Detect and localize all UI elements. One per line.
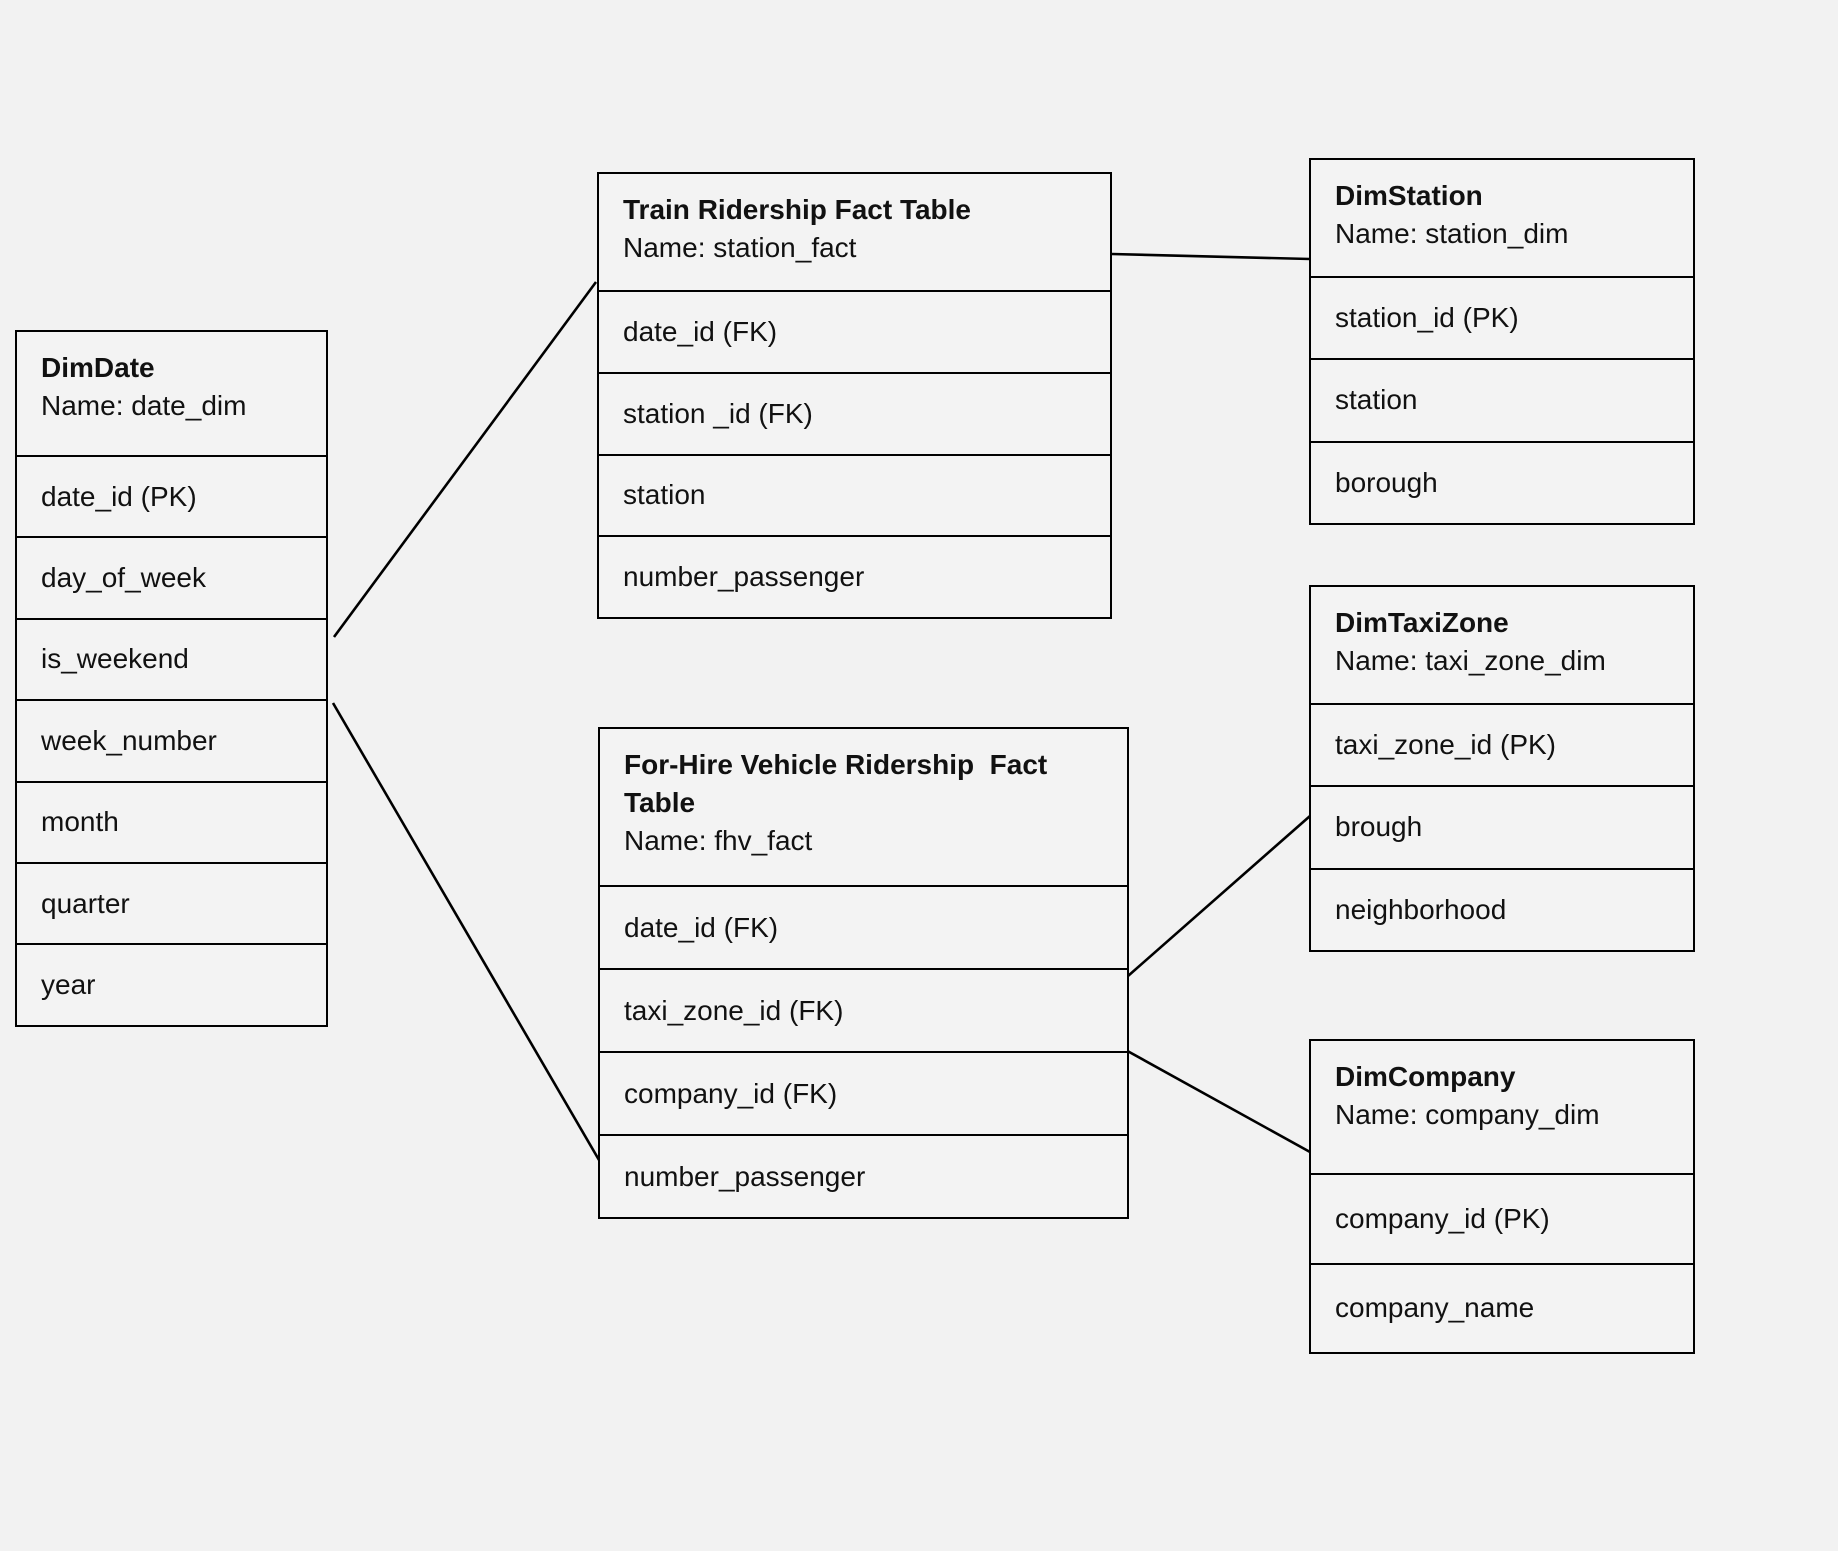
connector-datedim-fhvfact <box>331 702 601 1161</box>
table-subtitle: Name: taxi_zone_dim <box>1335 645 1606 676</box>
table-header: DimTaxiZone Name: taxi_zone_dim <box>1311 587 1693 703</box>
table-subtitle: Name: station_dim <box>1335 218 1569 249</box>
table-header: DimCompany Name: company_dim <box>1311 1041 1693 1173</box>
field-row: company_id (FK) <box>600 1051 1127 1134</box>
table-title: DimDate <box>41 352 155 383</box>
connector-datedim-stationfact <box>332 281 598 638</box>
table-title: DimStation <box>1335 180 1483 211</box>
table-header: For-Hire Vehicle Ridership Fact Table Na… <box>600 729 1127 885</box>
field-row: station_id (PK) <box>1311 276 1693 358</box>
field-row: date_id (FK) <box>600 885 1127 968</box>
field-row: station _id (FK) <box>599 371 1110 454</box>
field-row: date_id (PK) <box>17 455 326 536</box>
table-title: DimTaxiZone <box>1335 607 1509 638</box>
field-row: date_id (FK) <box>599 290 1110 372</box>
field-row: year <box>17 943 326 1024</box>
field-row: week_number <box>17 699 326 780</box>
field-row: brough <box>1311 785 1693 867</box>
field-list: date_id (FK)taxi_zone_id (FK)company_id … <box>600 885 1127 1217</box>
field-row: is_weekend <box>17 617 326 699</box>
table-dim-station: DimStation Name: station_dim station_id … <box>1309 158 1695 525</box>
connector-fhvfact-companydim <box>1121 1046 1311 1154</box>
field-row: company_name <box>1311 1262 1693 1353</box>
table-dim-taxi-zone: DimTaxiZone Name: taxi_zone_dim taxi_zon… <box>1309 585 1695 952</box>
table-dim-date: DimDate Name: date_dim date_id (PK)day_o… <box>15 330 328 1027</box>
table-subtitle: Name: fhv_fact <box>624 825 813 856</box>
table-subtitle: Name: date_dim <box>41 390 247 421</box>
field-row: company_id (PK) <box>1311 1173 1693 1263</box>
table-title: Train Ridership Fact Table <box>623 194 972 225</box>
field-row: day_of_week <box>17 536 326 617</box>
table-header: DimDate Name: date_dim <box>17 332 326 455</box>
table-fhv-ridership-fact: For-Hire Vehicle Ridership Fact Table Na… <box>598 727 1129 1219</box>
field-row: station <box>599 453 1110 536</box>
field-row: station <box>1311 358 1693 440</box>
table-dim-company: DimCompany Name: company_dim company_id … <box>1309 1039 1695 1354</box>
table-title: For-Hire Vehicle Ridership Fact Table <box>624 749 1056 818</box>
field-row: number_passenger <box>600 1134 1127 1217</box>
field-row: neighborhood <box>1311 867 1693 950</box>
table-subtitle: Name: station_fact <box>623 232 857 263</box>
table-header: Train Ridership Fact Table Name: station… <box>599 174 1110 290</box>
field-row: quarter <box>17 861 326 943</box>
table-header: DimStation Name: station_dim <box>1311 160 1693 276</box>
connector-stationfact-stationdim <box>1111 252 1311 261</box>
table-title: DimCompany <box>1335 1061 1516 1092</box>
field-row: taxi_zone_id (PK) <box>1311 703 1693 785</box>
field-row: month <box>17 780 326 862</box>
field-row: number_passenger <box>599 535 1110 617</box>
connector-fhvfact-taxizonedim <box>1127 815 1311 977</box>
field-list: company_id (PK)company_name <box>1311 1173 1693 1352</box>
field-row: borough <box>1311 440 1693 523</box>
table-subtitle: Name: company_dim <box>1335 1099 1600 1130</box>
field-row: taxi_zone_id (FK) <box>600 968 1127 1051</box>
table-train-ridership-fact: Train Ridership Fact Table Name: station… <box>597 172 1112 619</box>
